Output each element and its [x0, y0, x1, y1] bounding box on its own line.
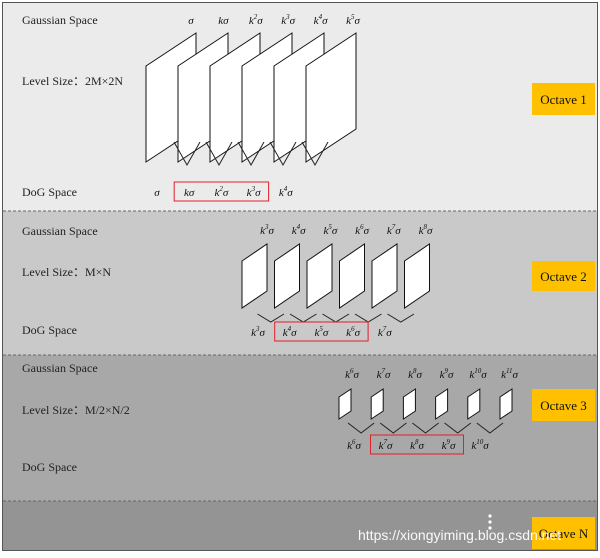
octave-label-4: Octave N: [539, 526, 589, 541]
octave-label-1: Octave 1: [540, 92, 587, 107]
dog-scale-label: k10σ: [471, 438, 489, 452]
highlight-box-3: [370, 434, 464, 455]
dog-scale-label: k7σ: [378, 325, 392, 339]
watermark-text: https://xiongyiming.blog.csdn.net: [358, 527, 561, 543]
dog-scale-label: k6σ: [347, 438, 361, 452]
gaussian-scale-label: k5σ: [346, 13, 360, 27]
gaussian-scale-label: k11σ: [501, 367, 518, 381]
highlight-box-2: [274, 321, 369, 342]
difference-bracket: [476, 422, 504, 434]
dog-scale-label: k2σ: [214, 185, 228, 199]
dog-space-label-3: DoG Space: [22, 460, 77, 474]
gaussian-image-plate: [499, 388, 513, 420]
dog-scale-label: k7σ: [379, 438, 393, 452]
dog-scale-label: k6σ: [346, 325, 360, 339]
dog-scale-label: k3σ: [247, 185, 261, 199]
gaussian-scale-label: k10σ: [469, 367, 487, 381]
level-size-label-1: Level Size：2M×2N: [22, 74, 123, 88]
difference-bracket: [257, 313, 285, 323]
frame-border: [2, 2, 598, 551]
octave-band-4: [3, 501, 597, 550]
gaussian-image-plate: [306, 243, 333, 309]
difference-bracket: [301, 141, 329, 167]
gaussian-image-plate: [338, 388, 352, 420]
difference-bracket: [412, 422, 439, 434]
gaussian-scale-label: k4σ: [292, 223, 306, 237]
gaussian-space-label-1: Gaussian Space: [22, 13, 98, 27]
difference-bracket: [444, 422, 472, 434]
dog-scale-label: σ: [154, 187, 160, 199]
octave-label-bg-4: [532, 517, 595, 549]
dog-scale-label: k8σ: [410, 438, 424, 452]
gaussian-image-plate: [402, 388, 416, 420]
gaussian-image-plate: [305, 32, 357, 163]
gaussian-scale-label: k6σ: [345, 367, 359, 381]
gaussian-image-plate: [241, 243, 268, 309]
dog-space-label-1: DoG Space: [22, 185, 77, 199]
more-dots-icon: [488, 526, 492, 530]
octave-label-3: Octave 3: [540, 398, 587, 413]
difference-bracket: [387, 313, 415, 323]
highlight-box-1: [173, 181, 270, 202]
difference-bracket: [173, 141, 201, 167]
gaussian-scale-label: k2σ: [249, 13, 263, 27]
gaussian-scale-label: k7σ: [387, 223, 401, 237]
gaussian-image-plate: [435, 388, 449, 420]
more-dots-icon: [488, 520, 492, 524]
octave-label-bg-1: [532, 83, 595, 115]
dog-scale-label: k4σ: [279, 185, 293, 199]
gaussian-image-plate: [371, 243, 398, 309]
dog-scale-label: k5σ: [314, 325, 328, 339]
gaussian-scale-label: k3σ: [281, 13, 295, 27]
gaussian-image-plate: [404, 243, 430, 309]
gaussian-image-plate: [274, 243, 300, 309]
dog-scale-label: k4σ: [283, 325, 297, 339]
gaussian-scale-label: k8σ: [408, 367, 422, 381]
difference-bracket: [269, 141, 297, 167]
gaussian-scale-label: k5σ: [323, 223, 337, 237]
difference-bracket: [237, 141, 265, 167]
gaussian-space-label-2: Gaussian Space: [22, 224, 98, 238]
dog-scale-label: kσ: [184, 187, 195, 199]
gaussian-scale-label: σ: [188, 15, 194, 27]
level-size-label-3: Level Size：M/2×N/2: [22, 403, 130, 417]
octave-band-3: [3, 355, 597, 501]
dog-scale-label: k3σ: [251, 325, 265, 339]
gaussian-scale-label: k9σ: [440, 367, 454, 381]
gaussian-space-label-3: Gaussian Space: [22, 361, 98, 375]
gaussian-scale-label: kσ: [218, 15, 229, 27]
difference-bracket: [347, 422, 375, 434]
octave-label-bg-2: [532, 261, 595, 291]
gaussian-image-plate: [370, 388, 384, 420]
gaussian-scale-label: k3σ: [260, 223, 274, 237]
octave-label-bg-3: [532, 389, 595, 421]
gaussian-image-plate: [467, 388, 481, 420]
octave-label-2: Octave 2: [540, 269, 587, 284]
dog-space-label-2: DoG Space: [22, 323, 77, 337]
more-dots-icon: [488, 514, 492, 518]
gaussian-scale-label: k7σ: [377, 367, 391, 381]
gaussian-scale-label: k8σ: [419, 223, 433, 237]
dog-scale-label: k9σ: [442, 438, 456, 452]
gaussian-scale-label: k4σ: [314, 13, 328, 27]
gaussian-image-plate: [339, 243, 365, 309]
level-size-label-2: Level Size：M×N: [22, 265, 111, 279]
difference-bracket: [379, 422, 407, 434]
gaussian-scale-label: k6σ: [355, 223, 369, 237]
difference-bracket: [205, 141, 233, 167]
